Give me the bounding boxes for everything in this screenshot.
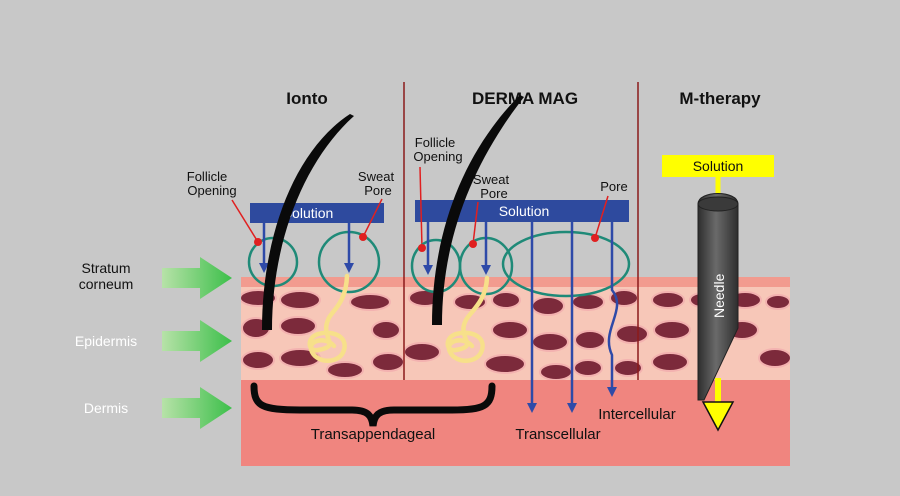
epidermis-arrow-icon [162,320,232,362]
derma-mag-pore-ring [501,230,631,298]
ionto-follicle-marker [254,238,262,246]
ionto-sweat-gland-icon [307,273,350,363]
m-therapy-solution-box [662,155,774,177]
derma-mag-solution-label: Solution [499,203,550,219]
section-title-derma-mag: DERMA MAG [472,89,578,108]
derma-mag-panel: Solution Follicle Opening Sweat Pore Por… [410,95,631,413]
section-dividers [403,82,639,380]
epidermis-cells [241,289,790,380]
stratum-arrow-icon [162,257,232,299]
epidermis-label: Epidermis [75,333,137,349]
stratum-corneum-label-line2: corneum [79,276,133,292]
ionto-sweat-label-line1: Sweat [358,169,395,184]
derma-mag-follicle-label-line1: Follicle [415,135,455,150]
ionto-sweat-marker [359,233,367,241]
derma-mag-pore-label: Pore [600,179,627,194]
derma-mag-sweat-label-line1: Sweat [473,172,510,187]
transappendageal-brace [250,382,496,427]
m-therapy-panel: Solution Needle [662,155,774,432]
intercellular-label: Intercellular [598,406,676,423]
needle-label: Needle [711,273,727,318]
derma-mag-follicle-marker [418,244,426,252]
transappendageal-label: Transappendageal [311,426,436,443]
ionto-hair-icon [262,114,354,330]
m-therapy-solution-label: Solution [693,158,744,174]
dermis-arrow-icon [162,387,232,429]
needle-icon [697,193,739,401]
derma-mag-solution-bar [415,200,629,222]
ionto-solution-label: Solution [283,205,334,221]
transcellular-label: Transcellular [515,426,600,443]
section-title-ionto: Ionto [286,89,328,108]
derma-mag-hair-icon [432,95,524,325]
derma-mag-follicle-label-line2: Opening [413,149,462,164]
derma-mag-sweat-marker [469,240,477,248]
ionto-panel: Solution Follicle Opening Sweat Pore [187,114,395,363]
ionto-follicle-label-line1: Follicle [187,169,227,184]
dermis-label: Dermis [84,400,128,416]
stratum-corneum-label-line1: Stratum [81,260,130,276]
ionto-sweat-label-line2: Pore [364,183,391,198]
derma-mag-sweat-label-line2: Pore [480,186,507,201]
layer-labels: Stratum corneum Epidermis Dermis [75,257,232,429]
derma-mag-sweat-gland-icon [445,275,490,363]
ionto-follicle-label-line2: Opening [187,183,236,198]
section-title-m-therapy: M-therapy [679,89,761,108]
derma-mag-pore-marker [591,234,599,242]
